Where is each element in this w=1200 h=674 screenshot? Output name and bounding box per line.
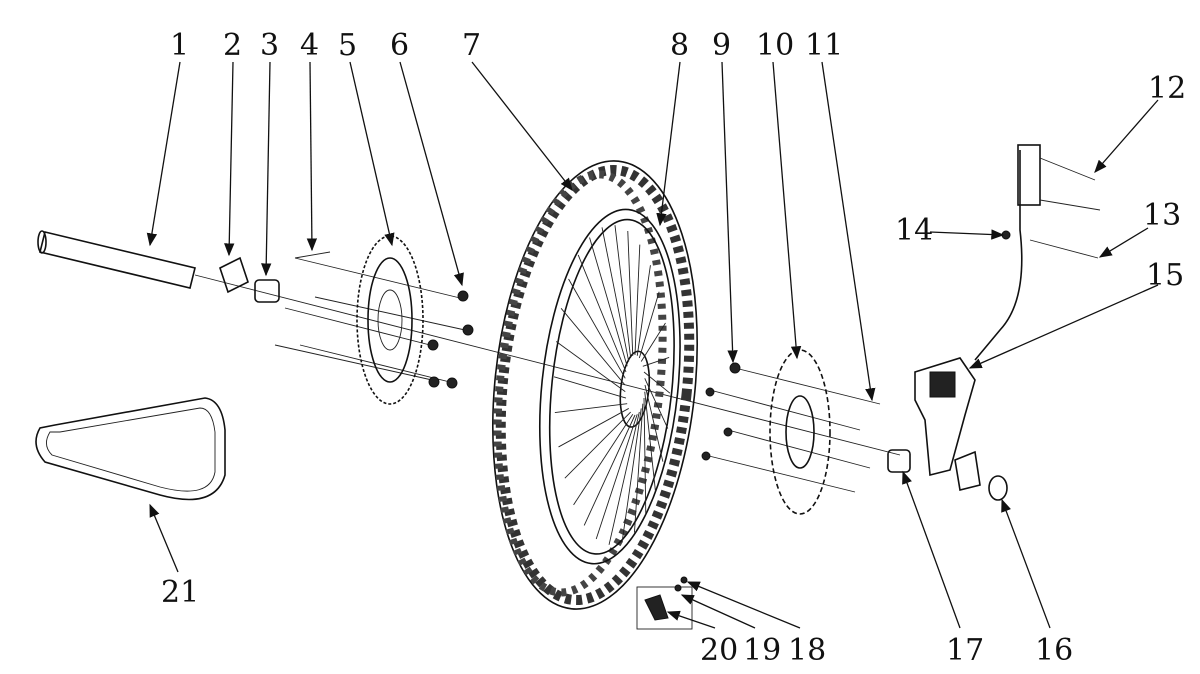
brake-disc-bolts (701, 362, 881, 493)
axle-part (37, 230, 196, 289)
callout-8: 8 (670, 28, 689, 63)
callout-12: 12 (1148, 71, 1186, 106)
callout-11: 11 (805, 28, 843, 63)
spoke-line (634, 244, 641, 356)
spoke-line (589, 237, 628, 367)
callout-20: 20 (700, 633, 738, 668)
spoke-line (621, 408, 642, 543)
spoke-line (636, 265, 651, 356)
callout-16: 16 (1035, 633, 1073, 668)
callout-15: 15 (1146, 258, 1184, 293)
spoke-line (644, 391, 656, 492)
spoke-line (558, 408, 629, 448)
collar-16-part (988, 475, 1008, 501)
spoke-line (568, 278, 626, 379)
rear-sprocket-part (356, 235, 424, 405)
brake-hose-part (974, 144, 1101, 361)
spoke-line (583, 414, 636, 526)
spoke-line (638, 291, 660, 359)
callout-4: 4 (300, 28, 319, 63)
spacer-part (254, 279, 280, 303)
callout-17: 17 (946, 633, 984, 668)
valve-cap-part (644, 594, 669, 621)
spoke-line (640, 322, 666, 362)
spoke-line (634, 403, 644, 533)
spoke-line (608, 411, 640, 545)
callout-6: 6 (390, 28, 409, 63)
spoke-line (573, 414, 634, 506)
callout-3: 3 (260, 28, 279, 63)
spoke-line (644, 384, 664, 462)
spoke-line (601, 227, 630, 362)
spoke-line (564, 411, 631, 479)
callout-13: 13 (1143, 198, 1181, 233)
callout-14: 14 (895, 213, 933, 248)
spoke-line (614, 225, 632, 359)
callout-19: 19 (743, 633, 781, 668)
callout-9: 9 (712, 28, 731, 63)
callout-1: 1 (170, 28, 189, 63)
leader-lines (146, 61, 1159, 629)
spoke-line (644, 378, 669, 429)
spoke-line (627, 231, 634, 356)
spoke-line (642, 357, 670, 367)
chain-adjuster-part (219, 256, 249, 294)
callout-10: 10 (756, 28, 794, 63)
drive-chain-part (35, 397, 226, 501)
brake-caliper-part (914, 357, 976, 477)
wheel-spokes (553, 225, 671, 545)
wheel-tire-part (492, 160, 698, 610)
callout-5: 5 (338, 28, 357, 63)
spoke-line (595, 414, 638, 540)
sprocket-bolts (274, 251, 474, 389)
callout-7: 7 (462, 28, 481, 63)
spoke-line (643, 371, 671, 394)
bracket-part (954, 450, 981, 491)
spoke-line (554, 403, 628, 414)
spoke-line (577, 254, 627, 373)
callout-labels: 1 2 3 4 5 6 7 8 9 10 11 12 13 14 15 16 1… (161, 28, 1186, 668)
valve-group-box (636, 586, 693, 630)
spoke-line (643, 398, 647, 516)
callout-18: 18 (788, 633, 826, 668)
spoke-line (553, 376, 627, 399)
spoke-line (560, 308, 626, 386)
callout-2: 2 (223, 28, 242, 63)
spoke-line (555, 341, 626, 393)
spacer-17-part (887, 449, 911, 473)
callout-21: 21 (161, 575, 199, 610)
brake-disc-part (769, 349, 831, 515)
